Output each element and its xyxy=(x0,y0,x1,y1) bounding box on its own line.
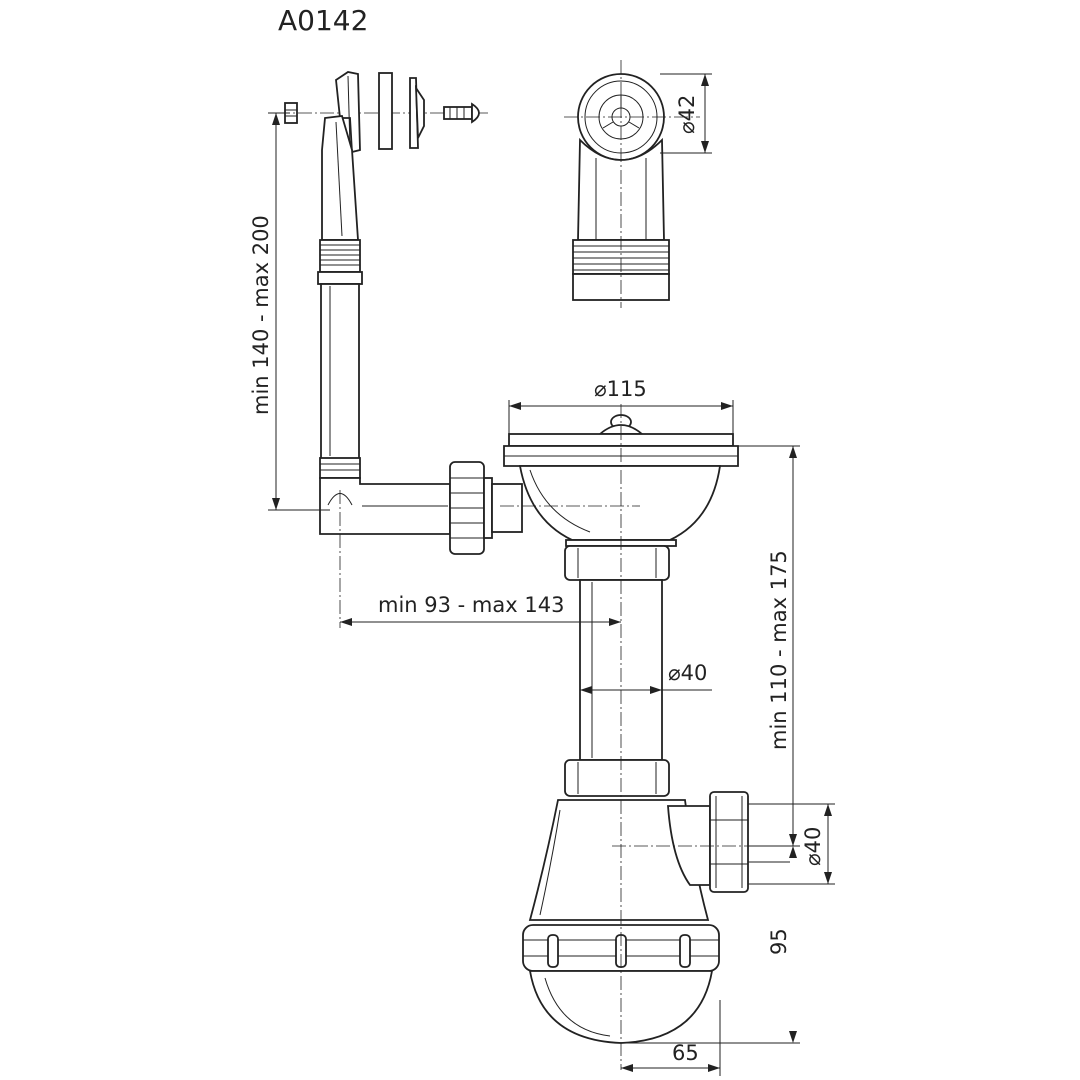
bottle-trap xyxy=(522,791,749,1044)
label-trap-height: min 110 - max 175 xyxy=(767,550,791,750)
label-overflow-offset: min 93 - max 143 xyxy=(378,593,564,617)
lower-slip-nut xyxy=(564,759,670,797)
overflow-elbow-side-view xyxy=(564,60,700,308)
upper-slip-nut xyxy=(564,545,670,581)
dimension-bottle-height: 95 xyxy=(621,846,800,1044)
union-nut xyxy=(449,461,523,555)
corrugated-section xyxy=(319,239,361,273)
dimension-sink-diameter: ⌀115 xyxy=(508,377,734,434)
dimension-overflow-offset: min 93 - max 143 xyxy=(340,593,621,626)
label-overflow-height: min 140 - max 200 xyxy=(249,215,273,415)
dimension-overflow-height: min 140 - max 200 xyxy=(249,112,330,511)
label-sink-diameter: ⌀115 xyxy=(594,377,647,401)
label-outlet-diameter-top: ⌀42 xyxy=(675,95,699,134)
dimension-trap-height: min 110 - max 175 xyxy=(738,445,800,847)
dimension-bottle-offset: 65 xyxy=(621,1000,721,1076)
label-bottle-offset: 65 xyxy=(672,1041,699,1065)
dimension-pipe-diameter: ⌀40 xyxy=(580,661,712,694)
drawing-title: A0142 xyxy=(278,4,368,37)
overflow-assembly xyxy=(276,71,490,628)
label-pipe-diameter: ⌀40 xyxy=(668,661,707,685)
dimension-outlet-diameter-side: ⌀40 xyxy=(748,803,835,885)
label-outlet-diameter-side: ⌀40 xyxy=(801,827,825,866)
label-bottle-height: 95 xyxy=(767,928,791,955)
dimension-outlet-diameter-top: ⌀42 xyxy=(660,73,712,154)
